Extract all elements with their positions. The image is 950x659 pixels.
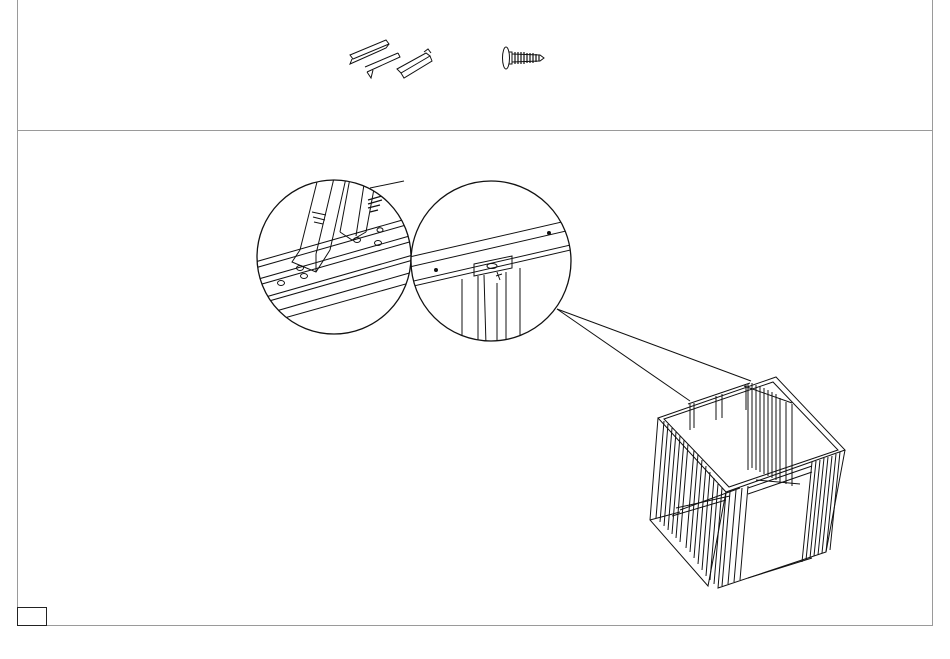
page-number-box xyxy=(17,607,47,626)
top-rail-screw-detail-icon xyxy=(405,181,575,345)
shed-frame-assembly-icon xyxy=(650,377,845,588)
screw-icon xyxy=(503,47,545,69)
rail-and-bracket-parts-icon xyxy=(350,40,432,78)
post-base-detail-icon xyxy=(255,178,420,334)
detail-leader-lines xyxy=(557,309,751,401)
